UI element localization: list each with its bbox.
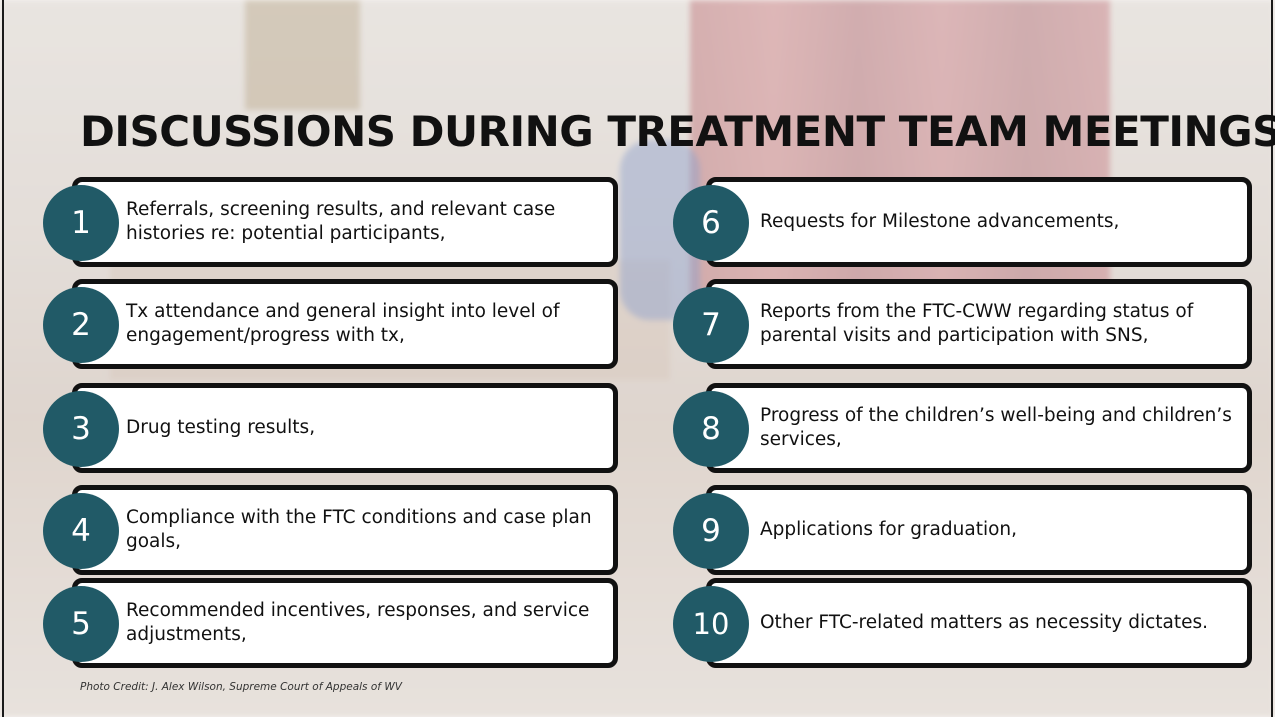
item-box [706, 177, 1252, 267]
item-box [706, 279, 1252, 369]
item-number-badge: 7 [673, 287, 749, 363]
slide-border-left [2, 0, 4, 717]
item-number-badge: 4 [43, 493, 119, 569]
item-number-badge: 10 [673, 586, 749, 662]
item-box [706, 485, 1252, 575]
item-text: Drug testing results, [126, 417, 316, 438]
item-number-badge: 2 [43, 287, 119, 363]
item-text: Compliance with the FTC conditions and c… [126, 507, 592, 552]
item-number-badge: 3 [43, 391, 119, 467]
item-text: Referrals, screening results, and releva… [126, 199, 556, 244]
photo-credit: Photo Credit: J. Alex Wilson, Supreme Co… [80, 681, 402, 693]
item-text: Reports from the FTC-CWW regarding statu… [760, 301, 1194, 346]
item-number-badge: 1 [43, 185, 119, 261]
item-text: Recommended incentives, responses, and s… [126, 600, 590, 645]
item-number-badge: 6 [673, 185, 749, 261]
item-number-badge: 9 [673, 493, 749, 569]
slide-title: DISCUSSIONS DURING TREATMENT TEAM MEETIN… [80, 107, 1275, 156]
slide-border-right [1271, 0, 1273, 717]
item-box [72, 177, 618, 267]
item-text: Progress of the children’s well-being an… [760, 405, 1232, 450]
item-box [72, 578, 618, 668]
item-box [72, 383, 618, 473]
item-number-badge: 8 [673, 391, 749, 467]
item-text: Applications for graduation, [760, 519, 1018, 540]
item-box [72, 485, 618, 575]
item-number-badge: 5 [43, 586, 119, 662]
item-text: Tx attendance and general insight into l… [126, 301, 560, 346]
item-box [706, 383, 1252, 473]
item-text: Other FTC-related matters as necessity d… [760, 612, 1209, 633]
item-text: Requests for Milestone advancements, [760, 211, 1120, 232]
